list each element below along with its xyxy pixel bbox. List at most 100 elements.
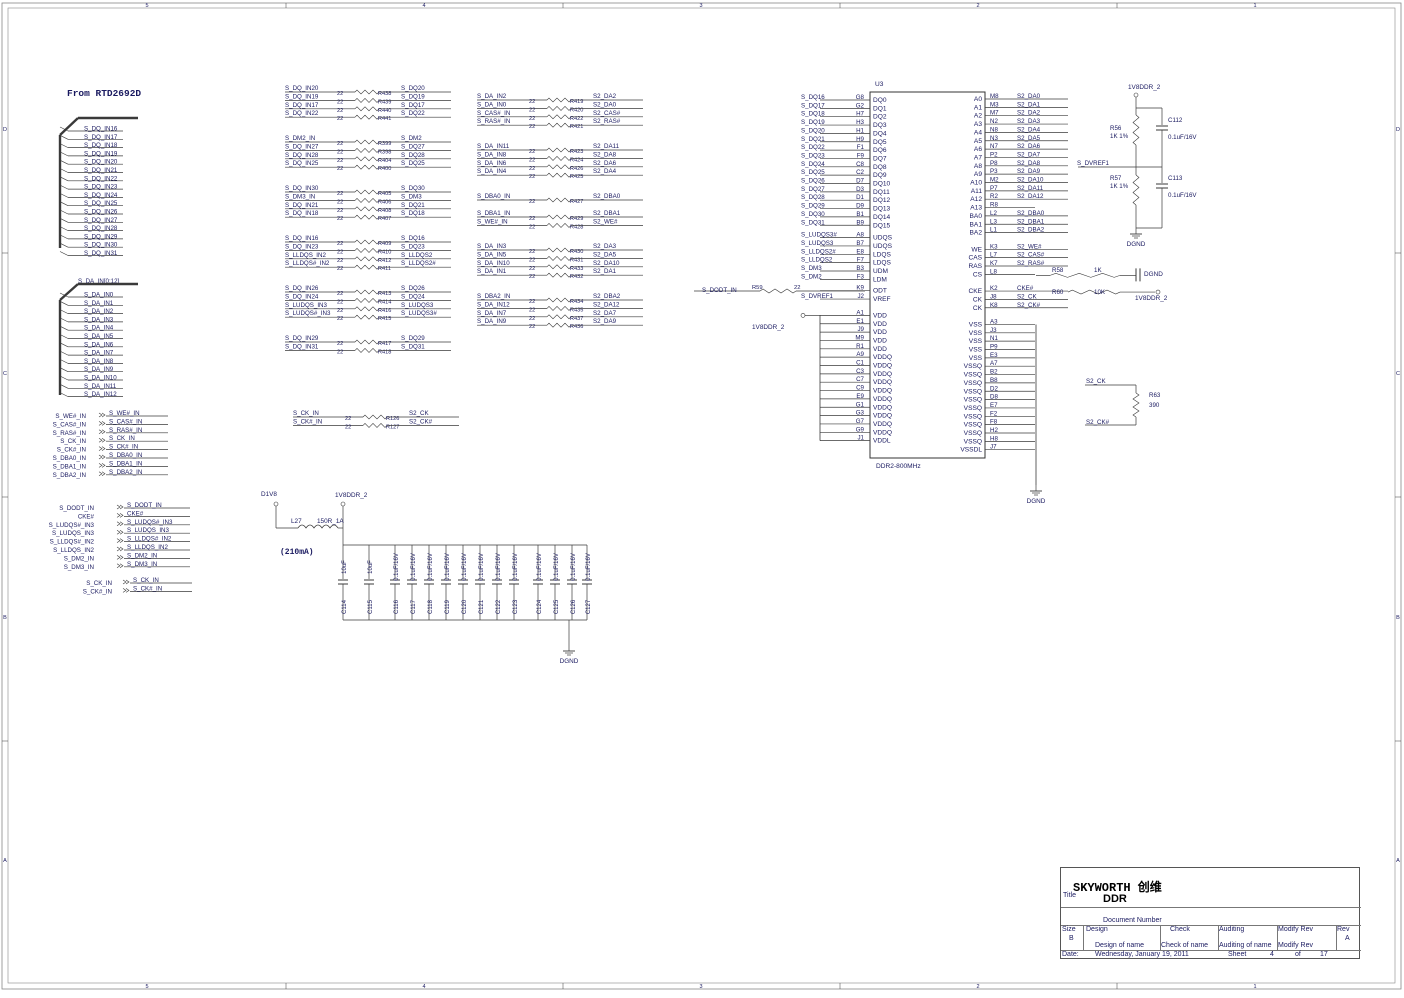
series-resistor: [354, 114, 380, 120]
ctrl-port-label: S_DBA0_IN: [53, 455, 86, 462]
res-ref: R428: [570, 224, 583, 230]
misc-net-label: S_LUDQS#_IN3: [127, 519, 173, 526]
date-label: Date:: [1062, 951, 1079, 958]
res-output-net: S2_DA3: [593, 243, 617, 250]
vref-rtop-value: 1K 1%: [1110, 133, 1129, 140]
port-arrow: [116, 563, 124, 569]
chip-pin-number: E1: [856, 318, 864, 325]
odt-res-value: 22: [794, 285, 800, 291]
da-bus-net: S_DA_IN1: [84, 300, 114, 307]
res-value: 22: [337, 241, 343, 247]
chip-pin-name: BA0: [970, 213, 983, 220]
decap-value: 10uF: [368, 560, 374, 574]
res-ref: R431: [570, 257, 583, 263]
bus-entry: [59, 359, 69, 364]
chip-pin-number: K7: [990, 260, 998, 267]
chip-pin-name: VSS: [969, 338, 983, 345]
res-value: 22: [529, 149, 535, 155]
res-value: 22: [529, 216, 535, 222]
chip-pin-number: L1: [990, 227, 997, 234]
chip-pin-name: DQ8: [873, 164, 887, 171]
res-input-net: S_DM2_IN: [285, 135, 315, 142]
res-value: 22: [337, 116, 343, 122]
res-ref: R426: [570, 166, 583, 172]
sheet-total: 17: [1320, 951, 1328, 958]
res-value: 22: [529, 307, 535, 313]
res-value: 22: [529, 266, 535, 272]
chip-left-net: S_LUDQS3: [801, 240, 834, 247]
chip-pin-number: K2: [990, 285, 998, 292]
chip-left-net: S_DQ18: [801, 111, 825, 118]
res-output-net: S_LUDQS3: [401, 302, 434, 309]
res-input-net: S_DA_IN10: [477, 260, 510, 267]
res-ref: R414: [378, 299, 391, 305]
res-output-net: S_DQ23: [401, 243, 425, 250]
series-resistor: [354, 347, 380, 353]
zone-column-label: 2: [976, 3, 979, 9]
dq-bus-net: S_DQ_IN24: [84, 192, 118, 199]
ck-port-label: S_CK_IN: [86, 580, 112, 587]
res-ref: R425: [570, 174, 583, 180]
ctrl-net-label: S_CK_IN: [109, 435, 135, 442]
chip-pin-number: H2: [990, 427, 998, 434]
zone-column-label: 1: [1253, 984, 1256, 990]
res-value: 22: [337, 258, 343, 264]
bus-entry: [59, 375, 69, 381]
vref-net-label: S_DVREF1: [1077, 160, 1110, 167]
res-output-net: S_DQ24: [401, 293, 425, 300]
chip-pin-number: J9: [857, 326, 864, 333]
port-arrow: [98, 446, 106, 451]
ferrite-inductor: [297, 524, 339, 529]
chip-pin-number: G9: [856, 426, 865, 433]
chip-pin-name: VSSQ: [964, 363, 982, 370]
brand-logo: SKYWORTH 创维: [1073, 881, 1162, 895]
res-ref: R421: [570, 124, 583, 130]
dq-bus-net: S_DQ_IN27: [84, 217, 118, 224]
res-output-net: S_DQ27: [401, 143, 425, 150]
chip-pin-name: BA2: [970, 230, 983, 237]
vref-rail-label: 1V8DDR_2: [1128, 84, 1161, 91]
res-output-net: S_LUDQS3#: [401, 310, 437, 317]
res-output-net: S_DQ16: [401, 235, 425, 242]
chip-pin-number: M3: [990, 101, 999, 108]
res-ref: R127: [386, 424, 399, 430]
chip-pin-name: DQ12: [873, 197, 891, 204]
bus-entry: [59, 143, 69, 148]
chip-pin-name: UDQS: [873, 235, 893, 242]
bus-entry: [59, 392, 69, 397]
chip-pin-name: DQ10: [873, 181, 891, 188]
chip-pin-number: J8: [990, 293, 997, 300]
ctrl-port-label: S_CK#_IN: [57, 447, 86, 454]
chip-pin-name: DQ7: [873, 155, 887, 162]
vref-rbot-ref: R57: [1110, 175, 1122, 182]
series-resistor: [354, 306, 380, 312]
chip-pin-number: R2: [990, 193, 998, 200]
res-input-net: S_DQ_IN22: [285, 110, 319, 117]
bus-entry: [59, 209, 69, 215]
chip-pin-number: K9: [856, 285, 864, 292]
chip-pin-number: R1: [856, 343, 864, 350]
res-ref: R126: [386, 416, 399, 422]
res-value: 22: [337, 99, 343, 105]
decap-ref: C121: [479, 599, 485, 614]
dq-bus-net: S_DQ_IN21: [84, 167, 118, 174]
size-label: Size: [1062, 926, 1076, 933]
chip-pin-number: C1: [856, 360, 864, 367]
chip-pin-name: CK: [973, 305, 983, 312]
da-bus-net: S_DA_IN8: [84, 358, 114, 365]
res-value: 22: [529, 199, 535, 205]
odt-resistor: [759, 288, 797, 294]
series-resistor: [354, 297, 380, 303]
series-resistor: [546, 214, 572, 220]
decap-ref: C117: [411, 599, 417, 614]
res-value: 22: [337, 341, 343, 347]
bus-entry: [59, 151, 69, 157]
misc-net-label: S_LLDQS_IN2: [127, 544, 168, 551]
check-label: Check: [1170, 926, 1190, 933]
decap-ref: C126: [571, 599, 577, 614]
decap-value: 0.1uF/16V: [571, 553, 577, 581]
dq-bus-net: S_DQ_IN17: [84, 134, 118, 141]
dq-bus-curve: [59, 117, 79, 136]
series-resistor: [354, 147, 380, 153]
